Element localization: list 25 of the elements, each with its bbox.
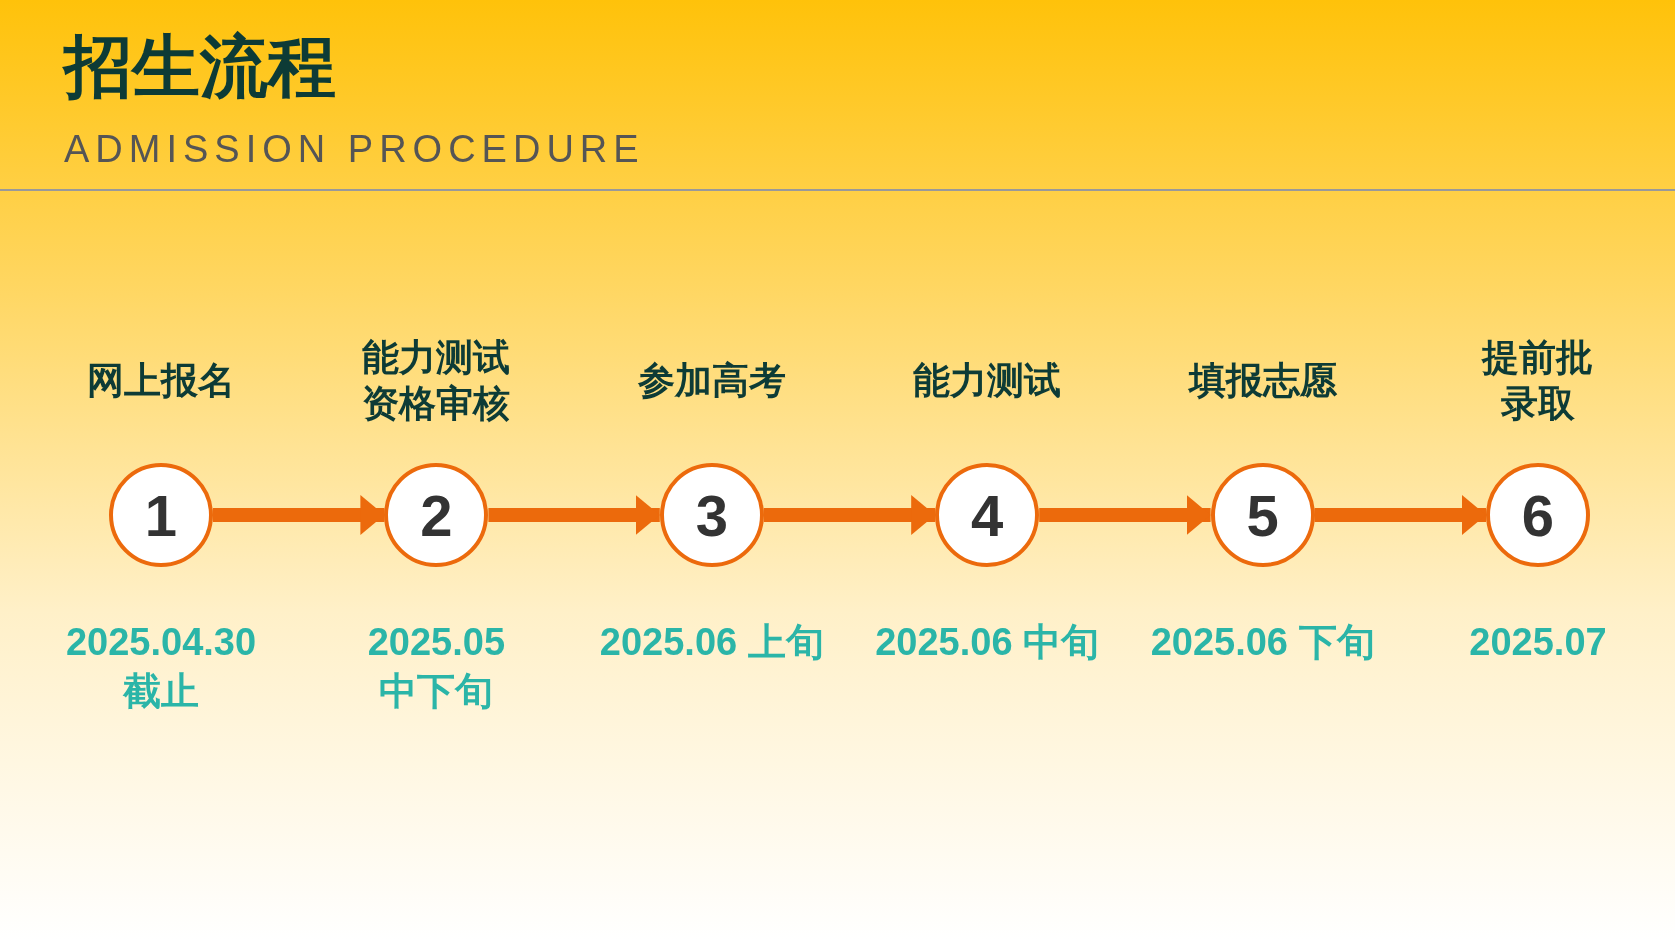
title: 招生流程	[64, 30, 336, 105]
step-title: 提前批录取	[1480, 334, 1595, 427]
step-date: 2025.06 下旬	[1150, 620, 1376, 665]
step-title: 填报志愿	[1187, 357, 1338, 404]
arrow	[1039, 495, 1211, 535]
step-date: 2025.04.30 截止	[64, 620, 258, 715]
step-circle: 5	[1210, 463, 1315, 567]
step-circle: 3	[659, 463, 764, 567]
arrow	[1314, 495, 1486, 535]
step-date: 2025.06 中旬	[874, 620, 1100, 665]
step-title: 网上报名	[86, 357, 236, 404]
step-title: 参加高考	[636, 357, 787, 404]
step-circle: 2	[384, 463, 489, 567]
arrow	[488, 495, 660, 535]
step-circle: 4	[935, 463, 1040, 567]
step-circle: 1	[109, 463, 213, 567]
step-circle: 6	[1486, 463, 1590, 567]
arrow	[763, 495, 936, 535]
step-title: 能力测试资格审核	[361, 334, 512, 427]
arrow	[213, 495, 385, 535]
step-date: 2025.07	[1468, 620, 1608, 665]
step-date: 2025.06 上旬	[599, 620, 825, 665]
subtitle: ADMISSION PROCEDURE	[64, 128, 645, 171]
step-date: 2025.05 中下旬	[366, 620, 507, 715]
step-title: 能力测试	[912, 357, 1063, 404]
